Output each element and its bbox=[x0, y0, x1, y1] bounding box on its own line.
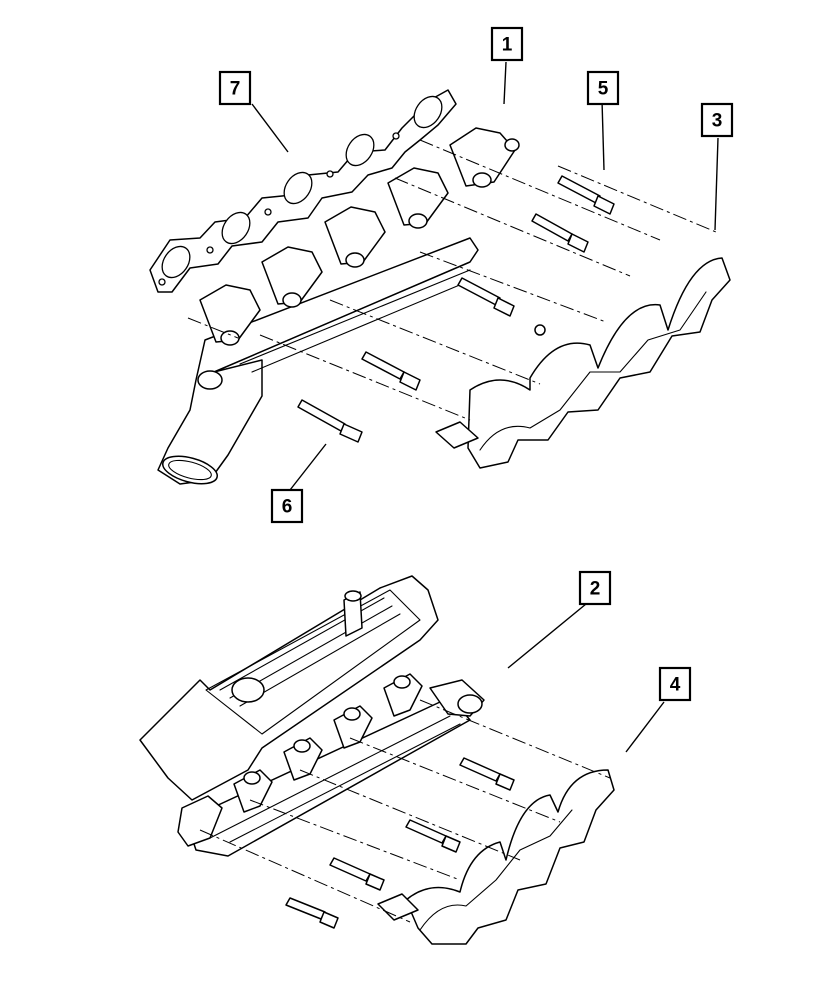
leader-6 bbox=[289, 443, 327, 491]
manifold-gasket-icon bbox=[149, 89, 457, 293]
svg-text:6: 6 bbox=[282, 497, 293, 518]
leader-1 bbox=[503, 61, 507, 105]
stud-icon bbox=[361, 175, 615, 391]
callout-3: 3 bbox=[700, 102, 734, 138]
leader-5 bbox=[601, 99, 605, 171]
svg-text:4: 4 bbox=[670, 675, 681, 696]
cylinder-head-context bbox=[139, 575, 439, 801]
bolt-icon bbox=[297, 399, 363, 443]
leader-3 bbox=[714, 137, 719, 231]
svg-text:1: 1 bbox=[502, 35, 513, 56]
exhaust-manifold-left-icon bbox=[157, 127, 520, 485]
heat-shield-right-icon bbox=[377, 769, 615, 945]
callout-7: 7 bbox=[218, 70, 252, 106]
callout-6: 6 bbox=[270, 488, 304, 524]
svg-text:5: 5 bbox=[598, 79, 609, 100]
leader-4 bbox=[625, 701, 665, 753]
leader-7 bbox=[251, 103, 289, 153]
svg-text:2: 2 bbox=[590, 579, 601, 600]
svg-text:3: 3 bbox=[712, 111, 723, 132]
leader-2 bbox=[507, 603, 587, 669]
callout-4: 4 bbox=[658, 666, 692, 702]
lower-alignment-lines bbox=[199, 699, 611, 923]
callout-5: 5 bbox=[586, 70, 620, 106]
upper-alignment-lines bbox=[187, 139, 717, 421]
callout-2: 2 bbox=[578, 570, 612, 606]
heat-shield-left-icon bbox=[435, 257, 731, 469]
exhaust-manifold-right-icon bbox=[177, 673, 485, 857]
lower-bolts-icon bbox=[285, 757, 515, 929]
svg-text:7: 7 bbox=[230, 79, 241, 100]
callout-1: 1 bbox=[490, 26, 524, 62]
